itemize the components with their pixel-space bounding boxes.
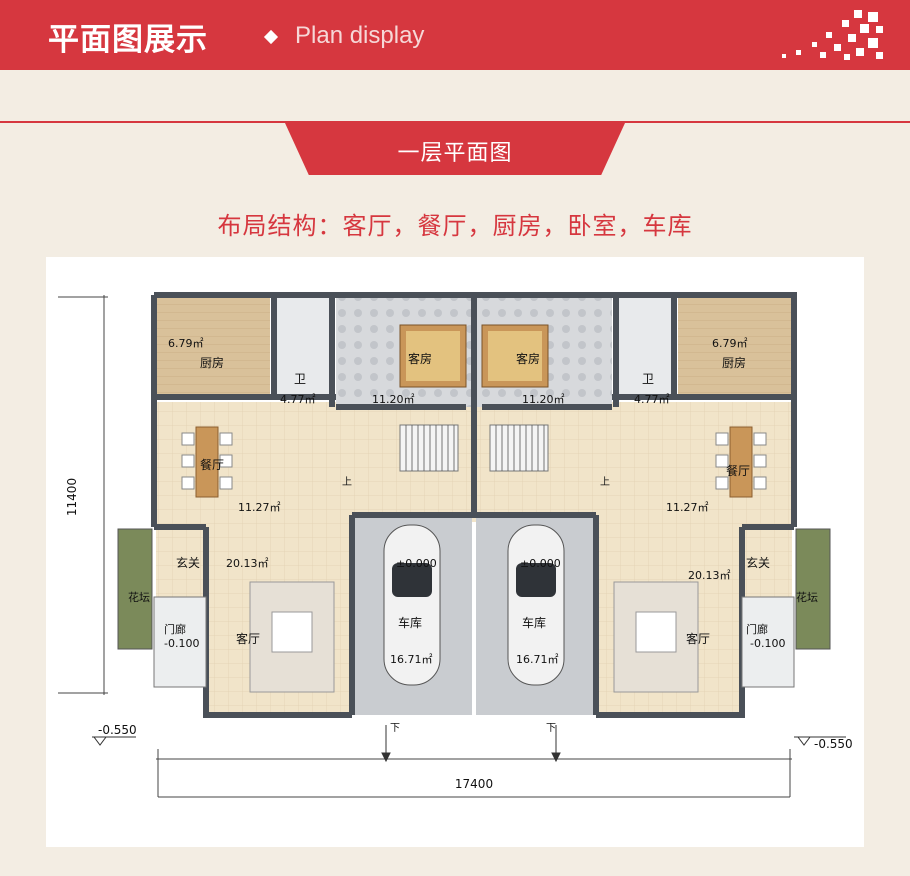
- up-label: 上: [600, 476, 610, 488]
- page-subtitle: Plan display: [295, 22, 425, 49]
- divider-line: [0, 121, 910, 123]
- bath-area-label: 4.77㎡: [634, 393, 670, 406]
- porch-label: 门廊: [746, 622, 768, 636]
- garage-level-label: ±0.000: [396, 557, 437, 570]
- living-label: 客厅: [236, 631, 260, 646]
- dining-label: 餐厅: [726, 463, 750, 478]
- bath-area-label: 4.77㎡: [280, 393, 316, 406]
- kitchen-area-label: 6.79㎡: [712, 337, 748, 350]
- foyer-label: 玄关: [746, 555, 770, 570]
- sofa-set-left: [249, 581, 335, 693]
- planter-right: [795, 528, 831, 650]
- garage-area-label: 16.71㎡: [390, 653, 433, 666]
- header-bar: 平面图展示 Plan display: [0, 0, 910, 70]
- garage-label: 车库: [398, 615, 422, 630]
- dining-label: 餐厅: [200, 457, 224, 472]
- level-marker-left: -0.550: [92, 723, 137, 746]
- page-title: 平面图展示: [48, 22, 208, 58]
- pixel-pattern-icon: [782, 10, 883, 60]
- porch-left: [153, 596, 207, 688]
- bed-right: [481, 324, 549, 388]
- staircase: [405, 425, 545, 471]
- dimension-width: 17400: [455, 777, 493, 791]
- svg-text:-0.550: -0.550: [98, 723, 137, 737]
- right-unit-labels: 6.79㎡ 厨房 卫 4.77㎡ 客房 11.20㎡ 餐厅 11.27㎡ 玄关 …: [516, 337, 818, 734]
- foyer-area-label: 20.13㎡: [688, 569, 731, 582]
- kitchen-label: 厨房: [722, 355, 746, 370]
- dimension-lines: [58, 295, 792, 798]
- guest-room-area-label: 11.20㎡: [372, 393, 415, 406]
- left-unit-labels: 6.79㎡ 厨房 卫 4.77㎡ 客房 11.20㎡ 餐厅 11.27㎡ 玄关 …: [128, 337, 437, 734]
- floor-plan: 11400 17400 -0.550 -0.550: [58, 292, 853, 798]
- up-label: 上: [342, 476, 352, 488]
- car-right: [507, 524, 565, 686]
- dining-area-label: 11.27㎡: [666, 501, 709, 514]
- car-left: [383, 524, 441, 686]
- foyer-label: 玄关: [176, 555, 200, 570]
- entry-arrows: [381, 725, 561, 763]
- garage-area-label: 16.71㎡: [516, 653, 559, 666]
- porch-level-label: -0.100: [750, 637, 785, 650]
- foyer-area-label: 20.13㎡: [226, 557, 269, 570]
- svg-text:-0.550: -0.550: [814, 737, 853, 751]
- porch-level-label: -0.100: [164, 637, 199, 650]
- bed-left: [399, 324, 467, 388]
- living-label: 客厅: [686, 631, 710, 646]
- kitchen-label: 厨房: [200, 355, 224, 370]
- section-title: 一层平面图: [397, 141, 513, 166]
- layout-description: 布局结构：客厅，餐厅，厨房，卧室，车库: [217, 212, 693, 240]
- porch-label: 门廊: [164, 622, 186, 636]
- porch-right: [741, 596, 795, 688]
- bath-label: 卫: [642, 372, 654, 386]
- garage-label: 车库: [522, 615, 546, 630]
- bath-label: 卫: [294, 372, 306, 386]
- garage-level-label: ±0.000: [520, 557, 561, 570]
- planter-left: [117, 528, 153, 650]
- dining-area-label: 11.27㎡: [238, 501, 281, 514]
- sofa-set-right: [613, 581, 699, 693]
- diamond-bullet-icon: [263, 29, 279, 45]
- dining-table-right: [715, 426, 767, 498]
- planter-label: 花坛: [128, 591, 150, 604]
- kitchen-area-label: 6.79㎡: [168, 337, 204, 350]
- level-marker-right: -0.550: [794, 736, 853, 751]
- guest-room-area-label: 11.20㎡: [522, 393, 565, 406]
- section-ribbon: 一层平面图: [285, 123, 625, 175]
- planter-label: 花坛: [796, 591, 818, 604]
- dimension-height: 11400: [65, 478, 79, 516]
- down-label: 下: [546, 723, 556, 734]
- walls: [151, 292, 797, 718]
- dining-table-left: [181, 426, 233, 498]
- guest-room-label: 客房: [516, 351, 540, 366]
- guest-room-label: 客房: [408, 351, 432, 366]
- down-label: 下: [390, 723, 400, 734]
